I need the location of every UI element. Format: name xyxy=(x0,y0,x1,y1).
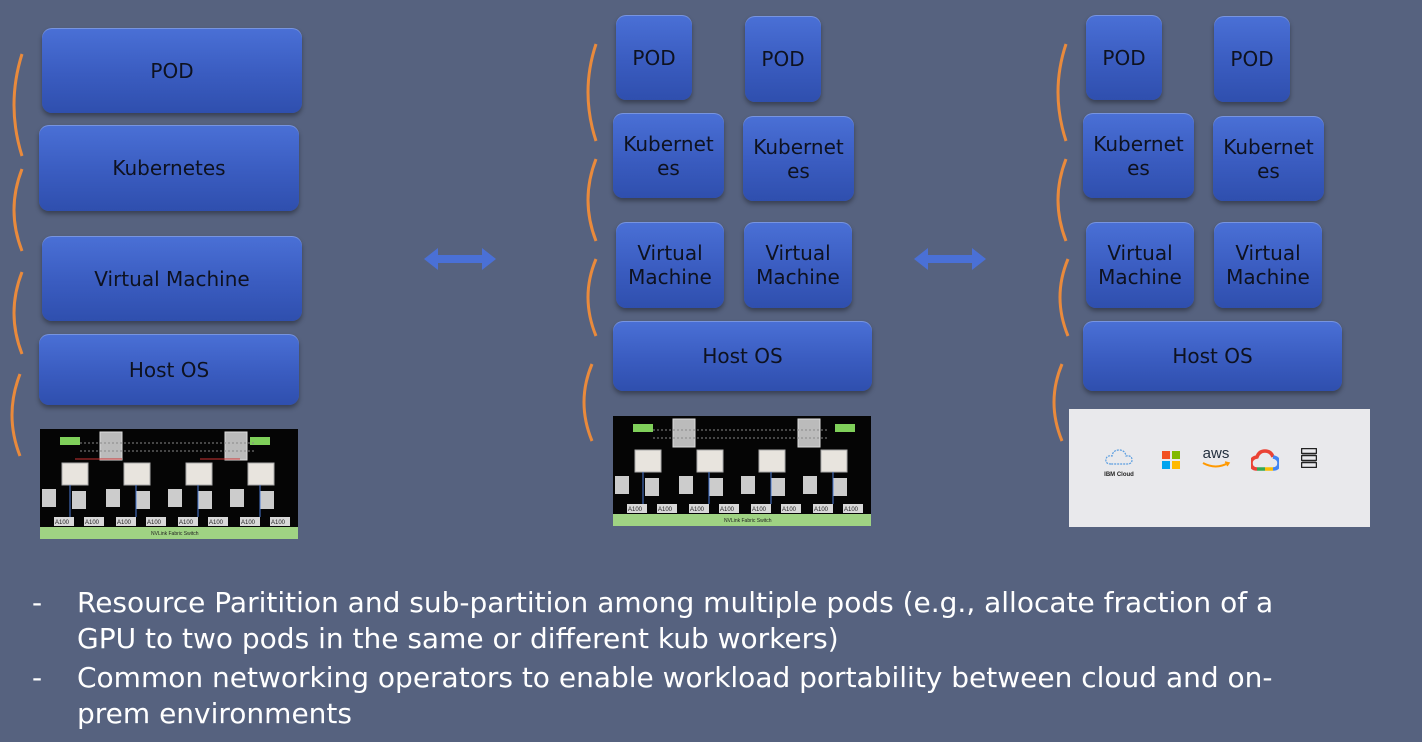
host-os-box-1: Host OS xyxy=(39,334,299,405)
virtual-machine-label: Virtual Machine xyxy=(94,266,250,291)
bracket-2d xyxy=(582,363,594,442)
pod-box-3a: POD xyxy=(1086,15,1162,100)
kubernetes-box-3b: Kubernet es xyxy=(1213,116,1324,201)
svg-text:A100: A100 xyxy=(814,507,829,513)
bracket-1d xyxy=(10,373,22,457)
bracket-2b xyxy=(586,158,598,242)
kubernetes-label: Kubernet es xyxy=(1223,134,1314,183)
pod-box-3b: POD xyxy=(1214,16,1290,102)
kubernetes-box-1: Kubernetes xyxy=(39,125,299,211)
svg-text:A100: A100 xyxy=(844,507,859,513)
virtual-machine-box-1: Virtual Machine xyxy=(42,236,302,321)
host-os-box-2: Host OS xyxy=(613,321,872,391)
google-cloud-logo-icon xyxy=(1251,449,1279,471)
pod-box-2b: POD xyxy=(745,16,821,102)
virtual-machine-label: Virtual Machine xyxy=(756,241,840,289)
svg-text:A100: A100 xyxy=(85,520,100,526)
bidirectional-arrow-1 xyxy=(424,248,496,270)
svg-text:A100: A100 xyxy=(658,507,673,513)
svg-text:A100: A100 xyxy=(209,520,224,526)
kubernetes-box-3a: Kubernet es xyxy=(1083,113,1194,198)
kubernetes-label: Kubernet es xyxy=(1093,131,1184,180)
bullet-text-2: Common networking operators to enable wo… xyxy=(77,661,1273,730)
gpu-hardware-diagram-2: A100 A100 A100 A100 A100 A100 A100 A100 NVLink… xyxy=(613,416,871,526)
svg-text:A100: A100 xyxy=(752,507,767,513)
kubernetes-label: Kubernetes xyxy=(112,156,226,180)
bullet-marker: - xyxy=(32,586,43,619)
virtual-machine-label: Virtual Machine xyxy=(628,241,712,289)
virtual-machine-box-3a: Virtual Machine xyxy=(1086,222,1194,308)
bracket-1c xyxy=(12,271,24,355)
host-os-box-3: Host OS xyxy=(1083,321,1342,391)
svg-text:A100: A100 xyxy=(628,507,643,513)
pod-box-1: POD xyxy=(42,28,302,113)
gpu-hardware-illustration: A100 A100 A100 A100 A100 A100 A100 A100 NVLink… xyxy=(40,429,298,539)
virtual-machine-label: Virtual Machine xyxy=(1098,241,1182,289)
bidirectional-arrow-2 xyxy=(914,248,986,270)
gpu-hardware-illustration: A100 A100 A100 A100 A100 A100 A100 A100 NVLink… xyxy=(613,416,871,526)
host-os-label: Host OS xyxy=(1172,344,1253,368)
cloud-providers-panel: IBM Cloud aws xyxy=(1069,409,1370,527)
pod-box-2a: POD xyxy=(616,15,692,100)
svg-text:A100: A100 xyxy=(147,520,162,526)
virtual-machine-label: Virtual Machine xyxy=(1226,241,1310,289)
host-os-label: Host OS xyxy=(702,344,783,368)
ibm-cloud-label: IBM Cloud xyxy=(1104,472,1134,478)
svg-text:A100: A100 xyxy=(690,507,705,513)
svg-text:A100: A100 xyxy=(782,507,797,513)
host-os-label: Host OS xyxy=(128,357,210,382)
virtual-machine-box-2b: Virtual Machine xyxy=(744,222,852,308)
pod-label: POD xyxy=(1230,47,1274,71)
svg-text:A100: A100 xyxy=(720,507,735,513)
kubernetes-box-2b: Kubernet es xyxy=(743,116,854,201)
bullet-text-1: Resource Paritition and sub-partition am… xyxy=(77,586,1274,655)
kubernetes-box-2a: Kubernet es xyxy=(613,113,724,198)
pod-label: POD xyxy=(632,45,676,70)
bracket-3b xyxy=(1056,158,1068,242)
svg-text:NVLink Fabric Switch: NVLink Fabric Switch xyxy=(724,518,772,524)
bracket-3c xyxy=(1058,258,1070,337)
virtual-machine-box-3b: Virtual Machine xyxy=(1214,222,1322,308)
bracket-1b xyxy=(12,168,24,252)
bracket-2c xyxy=(586,258,598,337)
bracket-1a xyxy=(12,53,24,157)
bracket-2a xyxy=(586,43,598,142)
kubernetes-label: Kubernet es xyxy=(623,131,714,180)
server-rack-icon xyxy=(1301,448,1317,468)
kubernetes-label: Kubernet es xyxy=(753,134,844,183)
microsoft-logo-icon xyxy=(1162,451,1180,469)
aws-label: aws xyxy=(1202,445,1230,462)
pod-label: POD xyxy=(1102,45,1146,70)
aws-logo: aws xyxy=(1200,445,1232,469)
pod-label: POD xyxy=(761,47,805,71)
ibm-cloud-logo: IBM Cloud xyxy=(1099,447,1139,478)
svg-text:A100: A100 xyxy=(117,520,132,526)
bullet-marker: - xyxy=(32,661,43,694)
svg-text:NVLink Fabric Switch: NVLink Fabric Switch xyxy=(151,531,199,537)
svg-text:A100: A100 xyxy=(55,520,70,526)
gpu-hardware-diagram-1: A100 A100 A100 A100 A100 A100 A100 A100 NVLink… xyxy=(40,429,298,539)
aws-smile-icon xyxy=(1202,461,1231,468)
bracket-3d xyxy=(1052,363,1064,442)
virtual-machine-box-2a: Virtual Machine xyxy=(616,222,724,308)
bullet-item-2: - Common networking operators to enable … xyxy=(32,660,1332,732)
svg-text:A100: A100 xyxy=(271,520,286,526)
svg-text:A100: A100 xyxy=(241,520,256,526)
bullet-list: - Resource Paritition and sub-partition … xyxy=(32,585,1332,735)
bracket-3a xyxy=(1056,43,1068,142)
bullet-item-1: - Resource Paritition and sub-partition … xyxy=(32,585,1332,657)
cloud-icon xyxy=(1105,449,1133,465)
svg-text:A100: A100 xyxy=(179,520,194,526)
pod-label: POD xyxy=(150,58,194,83)
